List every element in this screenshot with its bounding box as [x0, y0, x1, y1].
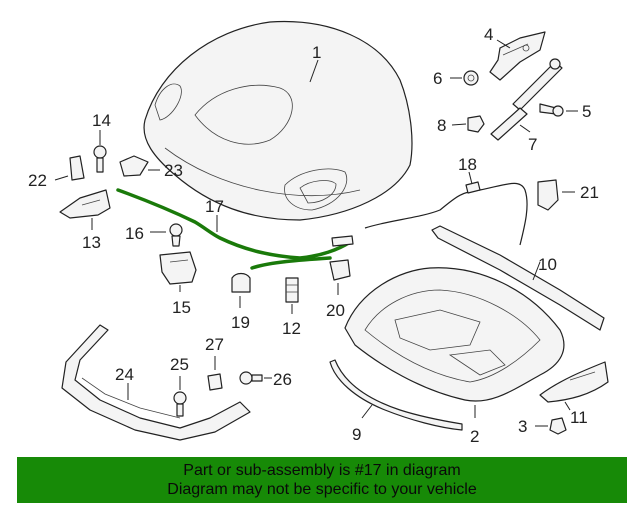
- leader-22: [54, 175, 69, 181]
- latch-21: [537, 179, 559, 211]
- callout-25: 25: [170, 355, 189, 374]
- release-cable: [364, 181, 528, 246]
- callout-16: 16: [125, 224, 144, 243]
- callout-10: 10: [538, 255, 557, 274]
- callout-19: 19: [231, 313, 250, 332]
- bumper-23: [119, 155, 149, 177]
- leader-8: [451, 123, 467, 126]
- callout-22: 22: [28, 171, 47, 190]
- leader-9: [361, 404, 373, 419]
- stop-12: [285, 277, 299, 303]
- hood-hinge: [489, 31, 546, 81]
- clip-3: [549, 417, 567, 435]
- latch-bracket-13: [59, 189, 111, 219]
- callout-9: 9: [352, 425, 361, 444]
- callout-7: 7: [528, 135, 537, 154]
- clip-20: [329, 259, 351, 281]
- callout-5: 5: [582, 102, 591, 121]
- leader-4: [496, 39, 511, 49]
- bolt-14: [93, 145, 107, 173]
- bracket-15: [159, 251, 197, 285]
- grille-frame: [61, 324, 251, 441]
- gas-strut: [490, 58, 563, 141]
- insulation-pad: [344, 267, 565, 402]
- cap-19: [231, 272, 251, 293]
- support-rod-17: [116, 188, 354, 270]
- callout-2: 2: [470, 427, 479, 446]
- callout-27: 27: [205, 335, 224, 354]
- hood-panel: [143, 20, 413, 221]
- leader-7: [519, 124, 531, 133]
- callout-8: 8: [437, 116, 446, 135]
- banner-line-2: Diagram may not be specific to your vehi…: [167, 481, 477, 498]
- info-banner: Part or sub-assembly is #17 in diagram D…: [17, 457, 627, 503]
- grommet-16: [169, 223, 183, 247]
- seal-strip: [431, 225, 605, 331]
- banner-line-1: Part or sub-assembly is #17 in diagram: [183, 462, 461, 479]
- callout-11: 11: [570, 408, 588, 427]
- clip-27: [207, 373, 223, 391]
- callout-15: 15: [172, 298, 191, 317]
- nut-6: [463, 70, 479, 86]
- bracket-11: [539, 361, 609, 403]
- callout-3: 3: [518, 417, 527, 436]
- bolt-25: [173, 391, 187, 417]
- callout-18: 18: [458, 155, 477, 174]
- bolt-5: [539, 103, 564, 117]
- callout-6: 6: [433, 69, 442, 88]
- callout-13: 13: [82, 233, 101, 252]
- callout-21: 21: [580, 183, 599, 202]
- callout-12: 12: [282, 319, 301, 338]
- clip-22: [69, 155, 85, 181]
- callout-24: 24: [115, 365, 134, 384]
- leader-10: [532, 261, 541, 281]
- callout-14: 14: [92, 111, 111, 130]
- leader-11: [564, 401, 571, 411]
- callout-20: 20: [326, 301, 345, 320]
- callout-4: 4: [484, 25, 493, 44]
- callout-17: 17: [205, 197, 224, 216]
- leader-18: [468, 171, 473, 185]
- bolt-26: [239, 371, 263, 385]
- clip-8: [467, 115, 485, 133]
- parts-diagram: 1 4 7 6 8 5 18 21: [28, 20, 609, 446]
- callout-1: 1: [312, 43, 321, 62]
- callout-23: 23: [164, 161, 183, 180]
- leader-1: [309, 59, 319, 83]
- front-seal: [329, 359, 463, 431]
- callout-26: 26: [273, 370, 292, 389]
